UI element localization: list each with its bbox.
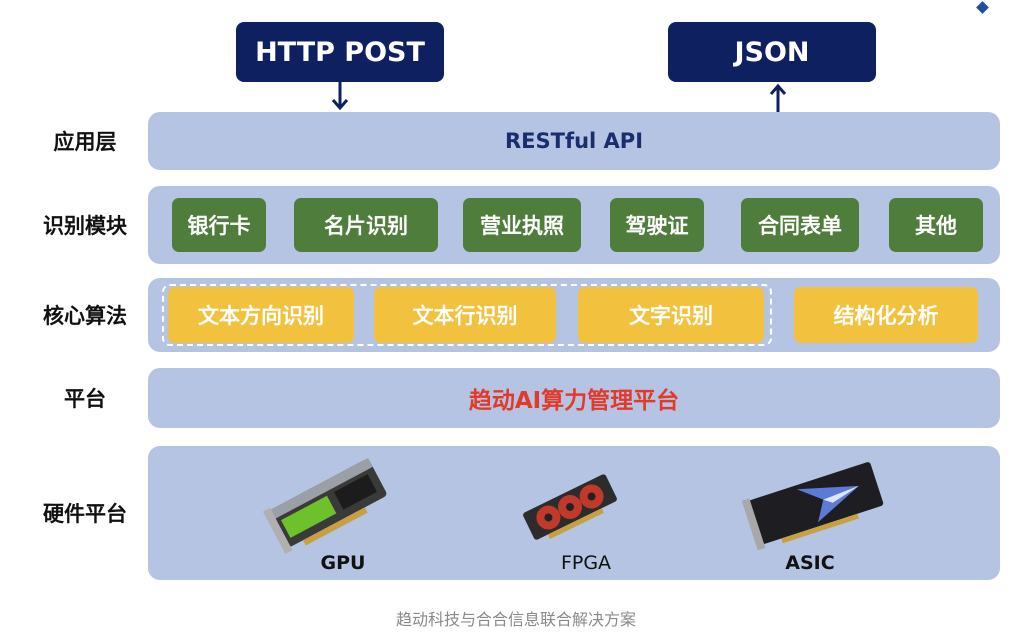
- module-contract-form: 合同表单: [741, 198, 859, 252]
- http-post-label: HTTP POST: [255, 36, 425, 68]
- hardware-layer-band: GPU FPGA ASIC: [148, 446, 1000, 580]
- hardware-asic-label: ASIC: [785, 552, 835, 574]
- core-layer-band: 文本方向识别 文本行识别 文字识别 结构化分析: [148, 278, 1000, 352]
- algo-text-line: 文本行识别: [374, 287, 556, 343]
- http-post-box: HTTP POST: [236, 22, 444, 82]
- module-business-card: 名片识别: [294, 198, 438, 252]
- application-layer-label: 应用层: [53, 130, 117, 154]
- module-bank-card: 银行卡: [172, 198, 266, 252]
- core-dashed-group: [162, 284, 772, 346]
- json-box: JSON: [668, 22, 876, 82]
- core-layer-label: 核心算法: [43, 304, 127, 328]
- corner-diamond-icon: [976, 1, 989, 14]
- json-label: JSON: [734, 36, 810, 68]
- algo-structure-analysis: 结构化分析: [794, 287, 978, 343]
- hardware-gpu-label: GPU: [320, 552, 366, 574]
- platform-layer-label: 平台: [64, 387, 106, 411]
- gpu-card-icon: [262, 458, 387, 554]
- application-layer-band: RESTful API: [148, 112, 1000, 170]
- module-other: 其他: [889, 198, 983, 252]
- platform-name-text: 趋动AI算力管理平台: [468, 388, 680, 414]
- asic-card-icon: [742, 462, 884, 551]
- fpga-card-icon: [523, 474, 617, 540]
- restful-api-text: RESTful API: [504, 129, 644, 153]
- hardware-layer-label: 硬件平台: [43, 502, 127, 526]
- recognition-layer-band: 银行卡 名片识别 营业执照 驾驶证 合同表单 其他: [148, 186, 1000, 264]
- figure-caption: 趋动科技与合合信息联合解决方案: [395, 610, 636, 629]
- algo-text-direction: 文本方向识别: [168, 287, 354, 343]
- module-business-license: 营业执照: [463, 198, 581, 252]
- recognition-layer-label: 识别模块: [43, 214, 127, 238]
- arrow-down-icon: [331, 82, 349, 111]
- arrow-up-icon: [769, 83, 787, 112]
- module-driver-license: 驾驶证: [610, 198, 704, 252]
- platform-layer-band: 趋动AI算力管理平台: [148, 368, 1000, 428]
- hardware-fpga-label: FPGA: [560, 552, 612, 574]
- algo-char-recognition: 文字识别: [578, 287, 764, 343]
